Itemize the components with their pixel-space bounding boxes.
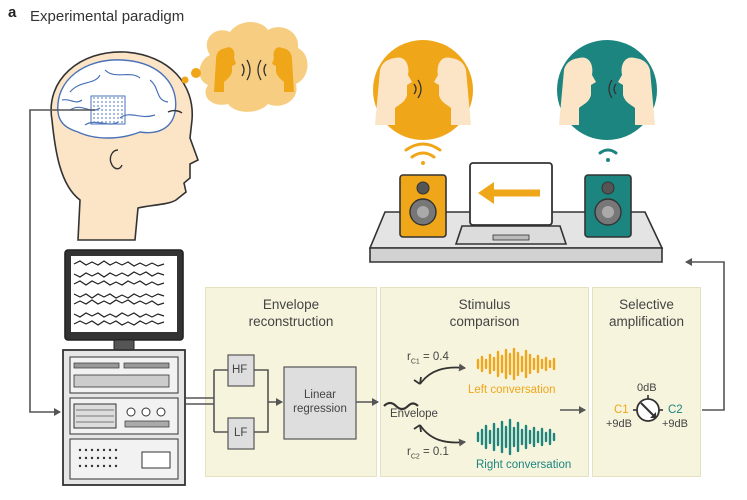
dial-icon bbox=[633, 395, 663, 422]
envelope-label: Envelope bbox=[390, 408, 438, 420]
dial-c2-gain: +9dB bbox=[662, 418, 688, 430]
laptop-icon bbox=[454, 162, 568, 245]
right-conversation-label: Right conversation bbox=[476, 459, 572, 471]
feedback-arrow bbox=[685, 258, 725, 411]
speaker-icon bbox=[584, 174, 632, 238]
right-conversation-waveform bbox=[476, 418, 556, 456]
r-c1-label: rC1 = 0.4 bbox=[407, 351, 449, 366]
left-conversation-waveform bbox=[476, 347, 556, 381]
right-conversation-bubble bbox=[557, 40, 657, 140]
electrode-grid-icon bbox=[90, 95, 126, 125]
head-illustration bbox=[50, 51, 199, 241]
dial-top-label: 0dB bbox=[637, 382, 657, 394]
envelope-wave bbox=[383, 401, 419, 411]
lf-block bbox=[227, 417, 255, 450]
hf-block bbox=[227, 354, 255, 387]
wifi-icon bbox=[598, 148, 618, 162]
left-conversation-bubble bbox=[373, 40, 473, 140]
thought-bubble-icon bbox=[181, 22, 308, 112]
dial-c2-label: C2 bbox=[668, 404, 683, 416]
panel-letter: a bbox=[8, 4, 17, 21]
wifi-icon bbox=[404, 142, 442, 165]
hf-label: HF bbox=[232, 364, 248, 376]
speaker-icon bbox=[399, 174, 447, 238]
panel-title: Experimental paradigm bbox=[30, 8, 185, 25]
linear-regression-block bbox=[283, 366, 357, 440]
left-conversation-label: Left conversation bbox=[468, 384, 556, 396]
monitor-icon bbox=[64, 249, 184, 351]
dial-c1-label: C1 bbox=[614, 404, 629, 416]
dial-c1-gain: +9dB bbox=[606, 418, 632, 430]
lf-label: LF bbox=[234, 427, 248, 439]
r-c2-label: rC2 = 0.1 bbox=[407, 446, 449, 461]
equipment-rack-icon bbox=[62, 349, 186, 486]
electrode-to-rack-line bbox=[29, 109, 95, 416]
